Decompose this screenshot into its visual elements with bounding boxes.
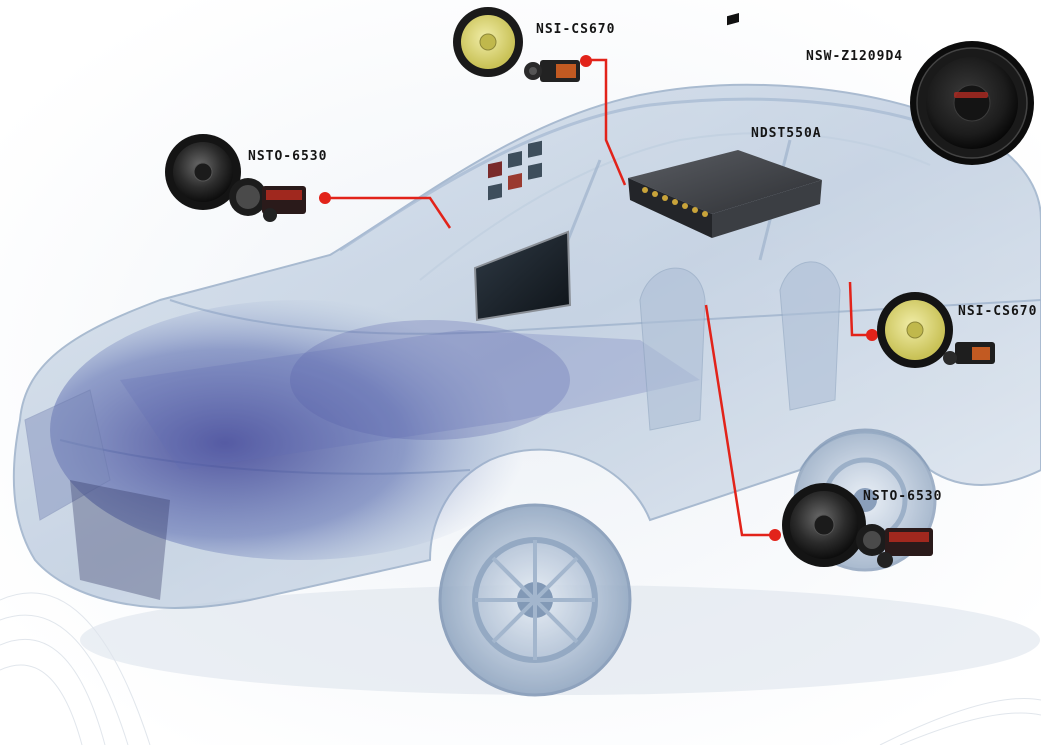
callout-lines (325, 58, 872, 537)
component-speaker-top-center (453, 7, 580, 82)
callout-dots (319, 55, 878, 541)
label-right-mid-speaker: NSI-CS670 (958, 304, 1038, 319)
callout-line-top-center (588, 58, 627, 186)
dsp-amplifier-ndst550a (628, 12, 822, 238)
component-speaker-front-left (165, 134, 306, 222)
transparent-car (12, 83, 1041, 697)
background-swirl-lines (0, 592, 1041, 745)
head-unit-display (473, 140, 572, 322)
label-rear-speaker: NSTO-6530 (863, 489, 943, 504)
callout-line-rear (704, 304, 775, 537)
subwoofer-nsw-z1209d4 (910, 41, 1034, 165)
callout-line-front-left (325, 196, 452, 229)
label-processor: NDST550A (751, 126, 822, 141)
component-speaker-rear (782, 483, 933, 568)
component-speaker-right-mid (877, 292, 995, 368)
label-front-left-speaker: NSTO-6530 (248, 149, 328, 164)
label-subwoofer: NSW-Z1209D4 (806, 49, 904, 64)
callout-line-right-mid (848, 281, 872, 337)
front-wheel (438, 503, 632, 697)
label-top-center-speaker: NSI-CS670 (536, 22, 616, 37)
